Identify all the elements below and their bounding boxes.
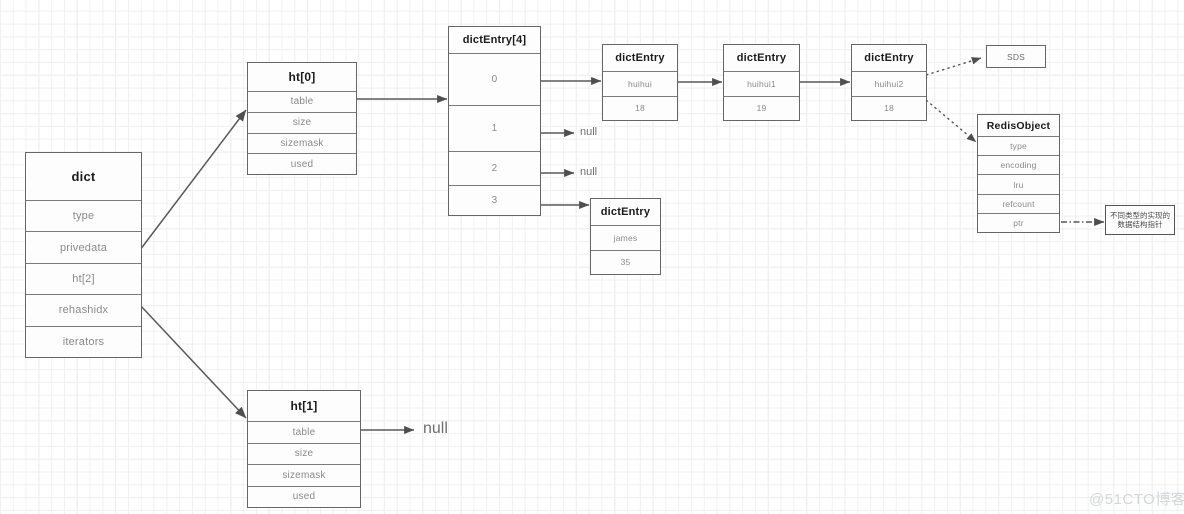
node-entry-huihui1-value: 19 <box>724 95 799 121</box>
node-entry-huihui-key: huihui <box>603 71 677 96</box>
node-entry-james-header: dictEntry <box>600 206 651 218</box>
node-ht0[interactable]: ht[0] table size sizemask used <box>247 62 357 175</box>
node-dictentry-array-slot-2[interactable]: 2 <box>449 151 540 185</box>
node-ht1-field-sizemask: sizemask <box>248 464 360 486</box>
node-dict-field-iterators: iterators <box>26 325 141 357</box>
node-ptr-note: 不同类型的实现的 数据结构指针 <box>1105 205 1175 235</box>
node-entry-huihui-value: 18 <box>603 95 677 121</box>
node-dict-field-ht2: ht[2] <box>26 262 141 294</box>
node-redisobject-field-encoding: encoding <box>978 155 1059 174</box>
node-entry-james[interactable]: dictEntry james 35 <box>590 198 661 275</box>
node-dict-field-privedata: privedata <box>26 231 141 262</box>
node-ht1[interactable]: ht[1] table size sizemask used <box>247 390 361 508</box>
node-dict-field-type: type <box>26 200 141 231</box>
edge-huihui2-to-sds <box>925 57 982 76</box>
node-dict-field-rehashidx: rehashidx <box>26 294 141 325</box>
edge-huihui2-to-redisobject <box>925 99 977 143</box>
node-ht0-header: ht[0] <box>288 70 316 84</box>
node-entry-huihui2-header: dictEntry <box>864 52 914 64</box>
node-entry-james-key: james <box>591 225 660 250</box>
node-redisobject-field-type: type <box>978 136 1059 155</box>
node-dict[interactable]: dict type privedata ht[2] rehashidx iter… <box>25 152 142 358</box>
node-entry-huihui1[interactable]: dictEntry huihui1 19 <box>723 44 800 121</box>
node-entry-huihui-header: dictEntry <box>615 52 665 64</box>
node-ht1-field-table: table <box>248 421 360 443</box>
node-sds[interactable]: SDS <box>986 45 1046 68</box>
node-dict-header: dict <box>71 169 96 184</box>
node-ht0-field-size: size <box>248 111 356 133</box>
node-ht0-field-table: table <box>248 91 356 112</box>
label-null-ht1-table: null <box>423 420 448 437</box>
node-redisobject-header: RedisObject <box>986 119 1051 132</box>
node-dictentry-array-header: dictEntry[4] <box>462 34 527 46</box>
node-dictentry-array-slot-1[interactable]: 1 <box>449 105 540 151</box>
node-ht1-field-size: size <box>248 442 360 465</box>
node-redisobject-field-refcount: refcount <box>978 193 1059 213</box>
watermark: @51CTO博客 <box>1089 491 1184 508</box>
label-null-slot2: null <box>580 166 598 178</box>
node-entry-james-value: 35 <box>591 249 660 275</box>
node-ht0-field-sizemask: sizemask <box>248 132 356 154</box>
node-entry-huihui2-value: 18 <box>852 95 926 121</box>
node-sds-label: SDS <box>1006 51 1026 62</box>
node-entry-huihui2[interactable]: dictEntry huihui2 18 <box>851 44 927 121</box>
node-entry-huihui1-header: dictEntry <box>736 52 787 64</box>
node-entry-huihui1-key: huihui1 <box>724 71 799 96</box>
node-ptr-note-line1: 不同类型的实现的 <box>1110 210 1170 220</box>
node-ht1-field-used: used <box>248 485 360 508</box>
node-redisobject-field-lru: lru <box>978 174 1059 193</box>
node-dictentry-array[interactable]: dictEntry[4] 0 1 2 3 <box>448 26 541 216</box>
node-entry-huihui2-key: huihui2 <box>852 71 926 96</box>
node-entry-huihui[interactable]: dictEntry huihui 18 <box>602 44 678 121</box>
node-redisobject-field-ptr: ptr <box>978 212 1059 232</box>
node-ptr-note-line2: 数据结构指针 <box>1117 220 1163 229</box>
node-redisobject[interactable]: RedisObject type encoding lru refcount p… <box>977 114 1060 233</box>
node-ht1-header: ht[1] <box>290 399 318 413</box>
label-null-slot1: null <box>580 126 598 138</box>
node-dictentry-array-slot-3[interactable]: 3 <box>449 185 540 215</box>
node-ht0-field-used: used <box>248 153 356 174</box>
node-dictentry-array-slot-0[interactable]: 0 <box>449 53 540 105</box>
